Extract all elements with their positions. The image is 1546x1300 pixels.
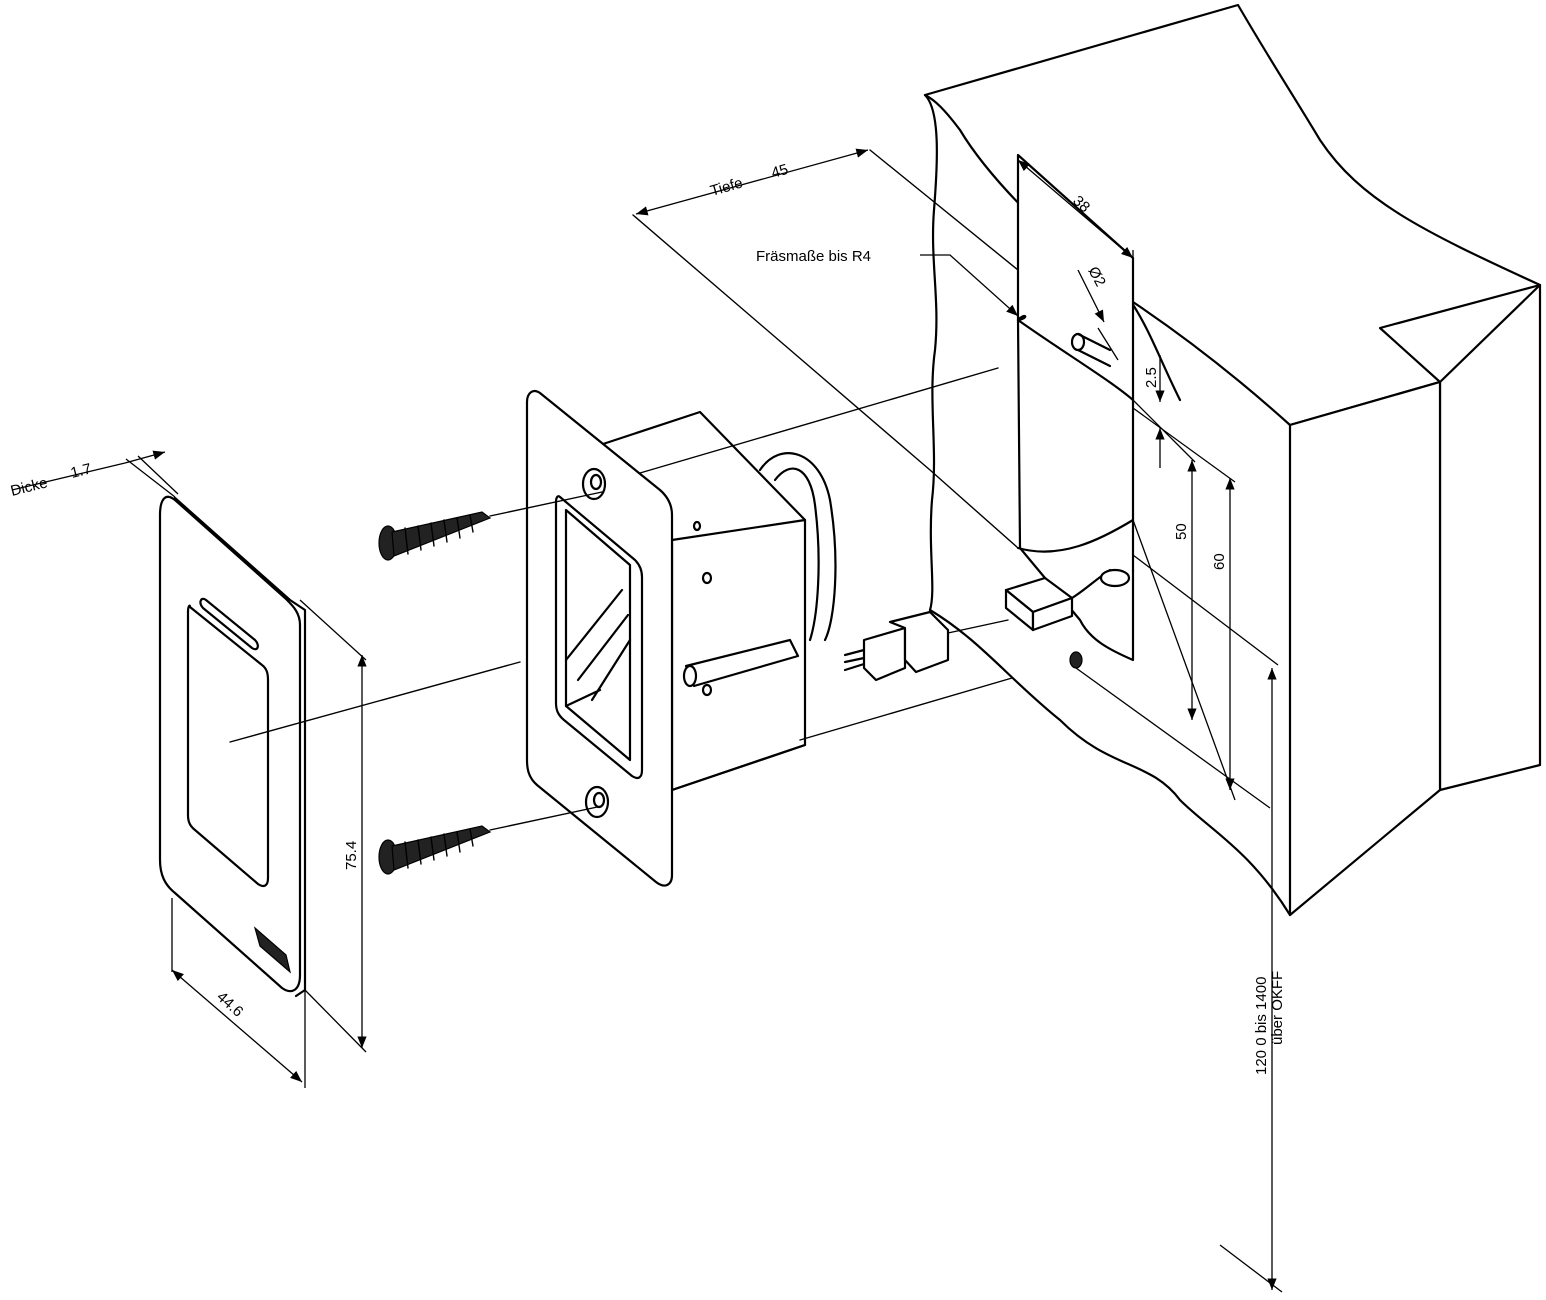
milling-note: Fräsmaße bis R4 bbox=[756, 248, 871, 265]
wall-block bbox=[923, 3, 1542, 917]
total-height-value: 60 bbox=[1211, 553, 1228, 570]
dimensions bbox=[11, 148, 1283, 1293]
cover-width-value: 44.6 bbox=[213, 988, 246, 1020]
depth-value: 45 bbox=[769, 161, 790, 182]
cover-plate bbox=[158, 495, 307, 998]
cover-height-value: 75.4 bbox=[343, 841, 360, 870]
screw-bottom bbox=[378, 825, 492, 875]
thickness-label: Dicke bbox=[9, 474, 50, 500]
mount-height-reference: über OKFF bbox=[1269, 971, 1286, 1045]
offset-value: 2.5 bbox=[1143, 367, 1160, 388]
mount-height-value: 120 0 bis 1400 bbox=[1253, 977, 1270, 1075]
alignment-lines bbox=[229, 149, 1019, 831]
reader-module bbox=[525, 389, 950, 887]
screw-top bbox=[378, 511, 492, 561]
pocket-height-value: 50 bbox=[1173, 523, 1190, 540]
depth-label: Tiefe bbox=[708, 174, 744, 199]
dimension-labels: Dicke 1.7 Tiefe 45 Fräsmaße bis R4 38 Ø2… bbox=[9, 161, 1286, 1075]
thickness-value: 1.7 bbox=[69, 460, 93, 482]
